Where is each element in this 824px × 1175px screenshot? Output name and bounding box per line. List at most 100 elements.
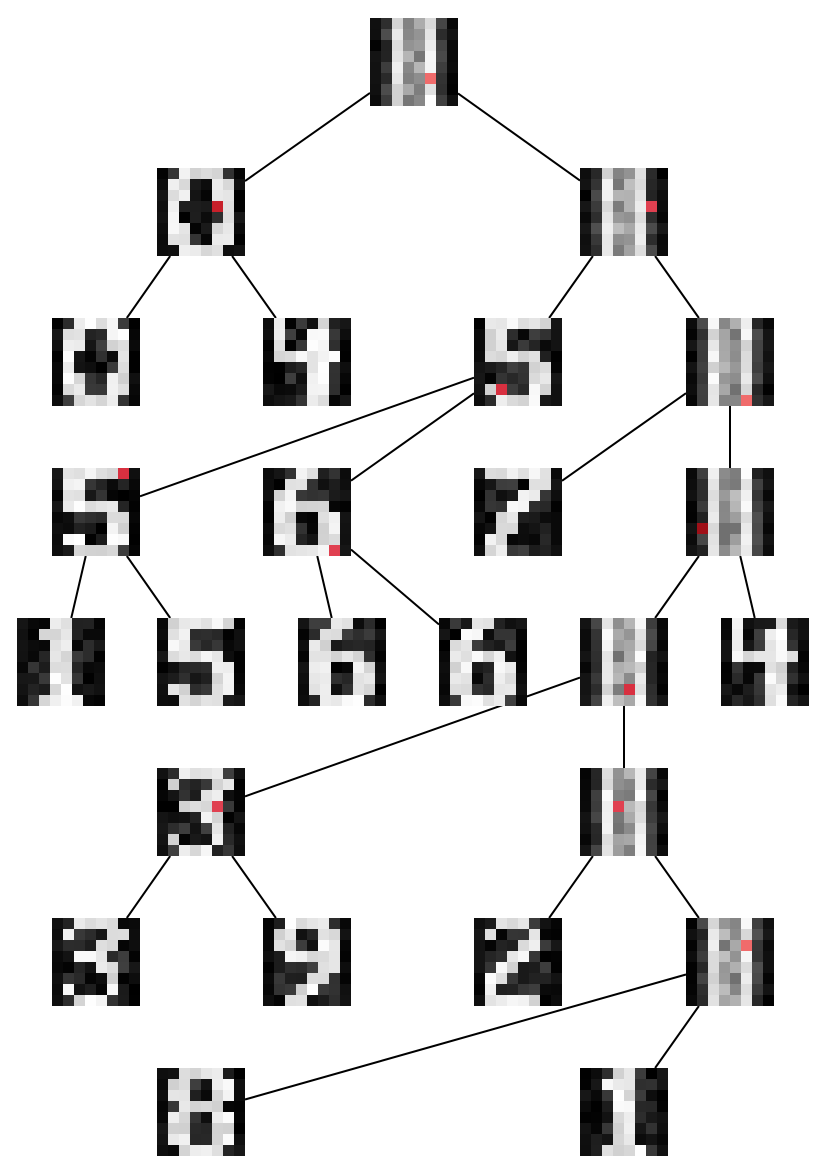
pixel-cell (613, 223, 624, 234)
pixel-cell (450, 695, 461, 706)
pixel-cell (483, 695, 494, 706)
pixel-cell (96, 995, 107, 1006)
pixel-cell (776, 673, 787, 684)
split-feature-marker (741, 395, 752, 406)
tree-node-n3-digit-image (52, 318, 140, 406)
pixel-cell (52, 395, 63, 406)
pixel-cell (157, 790, 168, 801)
pixel-cell (28, 640, 39, 651)
pixel-cell (212, 640, 223, 651)
pixel-cell (296, 995, 307, 1006)
pixel-cell (474, 351, 485, 362)
pixel-cell (763, 995, 774, 1006)
pixel-cell (646, 629, 657, 640)
pixel-cell (602, 695, 613, 706)
pixel-cell (52, 501, 63, 512)
pixel-cell (223, 812, 234, 823)
pixel-cell (474, 479, 485, 490)
pixel-cell (190, 695, 201, 706)
pixel-cell (580, 1112, 591, 1123)
pixel-cell (551, 490, 562, 501)
pixel-cell (74, 490, 85, 501)
tree-node-n22-digit-image (686, 918, 774, 1006)
pixel-cell (657, 168, 668, 179)
pixel-cell (263, 501, 274, 512)
pixel-cell (732, 629, 743, 640)
pixel-cell (74, 351, 85, 362)
pixel-cell (436, 29, 447, 40)
pixel-cell (708, 329, 719, 340)
pixel-cell (708, 373, 719, 384)
tree-edge-n7-n11 (70, 555, 87, 619)
pixel-cell (602, 1101, 613, 1112)
pixel-cell (223, 790, 234, 801)
pixel-cell (96, 523, 107, 534)
pixel-cell (591, 779, 602, 790)
pixel-cell (624, 834, 635, 845)
pixel-cell (179, 779, 190, 790)
pixel-cell (730, 995, 741, 1006)
pixel-cell (496, 929, 507, 940)
pixel-cell (107, 995, 118, 1006)
pixel-cell (507, 995, 518, 1006)
pixel-cell (285, 523, 296, 534)
pixel-cell (551, 918, 562, 929)
pixel-cell (447, 62, 458, 73)
pixel-cell (730, 479, 741, 490)
pixel-cell (190, 179, 201, 190)
pixel-cell (263, 962, 274, 973)
pixel-cell (168, 212, 179, 223)
pixel-cell (551, 523, 562, 534)
pixel-cell (496, 329, 507, 340)
pixel-cell (118, 512, 129, 523)
pixel-cell (201, 801, 212, 812)
pixel-cell (657, 834, 668, 845)
pixel-cell (624, 673, 635, 684)
pixel-cell (285, 512, 296, 523)
pixel-cell (591, 695, 602, 706)
pixel-cell (263, 940, 274, 951)
pixel-cell (179, 651, 190, 662)
pixel-cell (472, 684, 483, 695)
pixel-cell (234, 168, 245, 179)
pixel-cell (285, 973, 296, 984)
pixel-cell (646, 662, 657, 673)
pixel-cell (540, 501, 551, 512)
pixel-cell (17, 662, 28, 673)
pixel-cell (635, 812, 646, 823)
pixel-cell (234, 629, 245, 640)
pixel-cell (52, 545, 63, 556)
pixel-cell (580, 190, 591, 201)
pixel-cell (518, 940, 529, 951)
pixel-cell (129, 962, 140, 973)
pixel-cell (129, 329, 140, 340)
pixel-cell (657, 695, 668, 706)
tree-edge-n15-n17 (244, 676, 581, 798)
pixel-cell (381, 62, 392, 73)
pixel-cell (697, 384, 708, 395)
pixel-cell (285, 534, 296, 545)
pixel-cell (529, 929, 540, 940)
tree-node-n6-digit-image (686, 318, 774, 406)
pixel-cell (168, 834, 179, 845)
pixel-cell (624, 1079, 635, 1090)
pixel-cell (507, 962, 518, 973)
pixel-cell (340, 995, 351, 1006)
pixel-cell (263, 362, 274, 373)
split-feature-marker (646, 201, 657, 212)
pixel-cell (129, 362, 140, 373)
pixel-cell (763, 512, 774, 523)
pixel-cell (540, 973, 551, 984)
pixel-cell (447, 40, 458, 51)
pixel-cell (529, 545, 540, 556)
pixel-cell (39, 651, 50, 662)
pixel-cell (296, 395, 307, 406)
pixel-cell (39, 695, 50, 706)
pixel-cell (296, 973, 307, 984)
pixel-cell (551, 351, 562, 362)
pixel-cell (190, 234, 201, 245)
pixel-cell (318, 468, 329, 479)
pixel-cell (474, 534, 485, 545)
pixel-cell (613, 834, 624, 845)
pixel-cell (157, 684, 168, 695)
